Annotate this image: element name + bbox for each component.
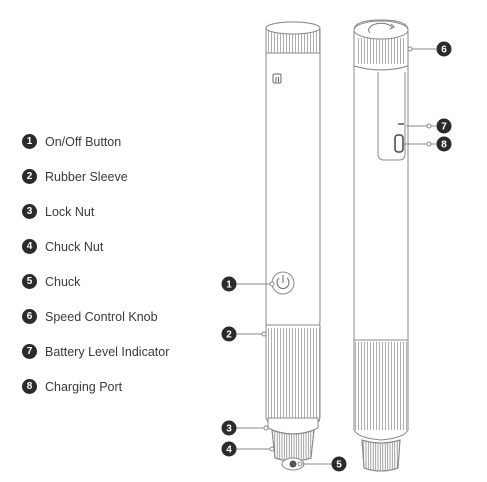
parts-legend: 1 On/Off Button 2 Rubber Sleeve 3 Lock N…: [22, 124, 222, 404]
legend-item-chuck-nut: 4 Chuck Nut: [22, 229, 222, 264]
callout-4: 4: [221, 441, 275, 457]
callout-number: 3: [226, 424, 232, 435]
brand-logo-mark: [272, 73, 282, 84]
callout-number: 1: [226, 280, 232, 291]
legend-label: Battery Level Indicator: [45, 344, 170, 359]
callout-2: 2: [221, 326, 267, 342]
side-view-screwdriver: [353, 19, 409, 472]
legend-label: Chuck Nut: [45, 239, 104, 254]
side-body: [353, 65, 409, 341]
legend-number-badge: 2: [22, 169, 37, 184]
callout-number: 7: [441, 122, 447, 133]
side-rubber-sleeve: [353, 339, 409, 441]
legend-item-charging-port: 8 Charging Port: [22, 369, 222, 404]
callout-6: 6: [407, 41, 452, 57]
callout-8: 8: [404, 136, 452, 152]
clip: [377, 72, 406, 161]
legend-number-badge: 6: [22, 309, 37, 324]
side-chuck-nut: [361, 439, 401, 472]
on-off-button: [271, 271, 295, 295]
callout-number: 8: [441, 140, 447, 151]
callout-number: 6: [441, 45, 447, 56]
speed-control-knob: [353, 19, 409, 71]
legend-label: On/Off Button: [45, 134, 122, 149]
legend-item-battery-level-indicator: 7 Battery Level Indicator: [22, 334, 222, 369]
legend-item-rubber-sleeve: 2 Rubber Sleeve: [22, 159, 222, 194]
legend-item-lock-nut: 3 Lock Nut: [22, 194, 222, 229]
legend-label: Charging Port: [45, 379, 123, 394]
legend-number-badge: 4: [22, 239, 37, 254]
legend-item-chuck: 5 Chuck: [22, 264, 222, 299]
legend-item-on-off-button: 1 On/Off Button: [22, 124, 222, 159]
legend-item-speed-control-knob: 6 Speed Control Knob: [22, 299, 222, 334]
legend-label: Rubber Sleeve: [45, 169, 128, 184]
legend-number-badge: 3: [22, 204, 37, 219]
callout-1: 1: [221, 276, 275, 292]
chuck-nut: [271, 429, 315, 462]
callout-5: 5: [297, 456, 347, 472]
top-cap: [265, 21, 321, 54]
legend-number-badge: 7: [22, 344, 37, 359]
legend-label: Lock Nut: [45, 204, 95, 219]
front-view-screwdriver: [265, 21, 321, 471]
legend-label: Chuck: [45, 274, 81, 289]
legend-number-badge: 1: [22, 134, 37, 149]
legend-number-badge: 8: [22, 379, 37, 394]
charging-port: [394, 134, 404, 153]
legend-number-badge: 5: [22, 274, 37, 289]
callout-number: 4: [226, 445, 232, 456]
rubber-sleeve: [265, 324, 321, 427]
legend-label: Speed Control Knob: [45, 309, 158, 324]
callout-3: 3: [221, 420, 269, 436]
callout-7: 7: [406, 118, 452, 134]
callout-number: 5: [336, 460, 342, 471]
callout-number: 2: [226, 330, 232, 341]
